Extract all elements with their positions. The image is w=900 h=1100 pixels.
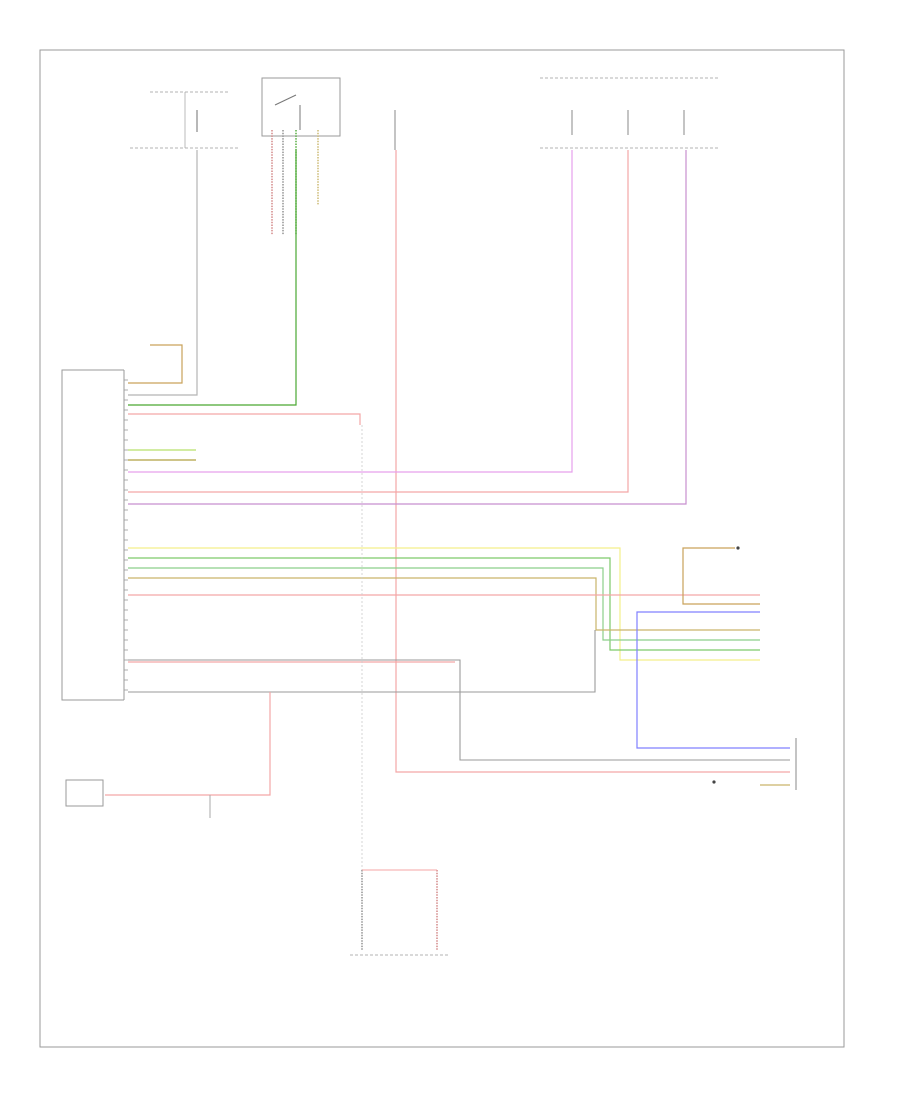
wire-violet-1 [128,150,573,473]
wire-red-short [128,413,361,425]
wire-red-2 [128,150,629,493]
wire-tan-loop [128,344,183,384]
wire-blue [636,611,790,749]
fuse-group-right [540,77,720,149]
wire-pink-long [395,150,790,773]
ground-terminal-icon [712,780,716,784]
body-control-module [61,369,128,701]
cabin-module-box [65,779,104,807]
wire-tan-2 [128,577,760,631]
wire-red-lower [105,692,271,796]
wire-gray-top [128,150,198,396]
wire-yellow [128,547,760,661]
wire-purple-3 [128,150,687,505]
tail-lamp-connector [712,738,797,790]
wire-gray-bottom [128,630,596,693]
wire-green-3 [128,567,760,641]
trailer-relay-terminal-icon [736,546,740,550]
main-relay-box [261,77,341,137]
wire-tan-relay [682,547,760,605]
wire-gray-long [128,659,790,761]
wire-green [128,150,297,406]
diagram-border [39,49,845,1048]
main-relay [261,77,341,137]
wire-green-2 [128,557,760,651]
interior-fuse-box [130,91,240,149]
